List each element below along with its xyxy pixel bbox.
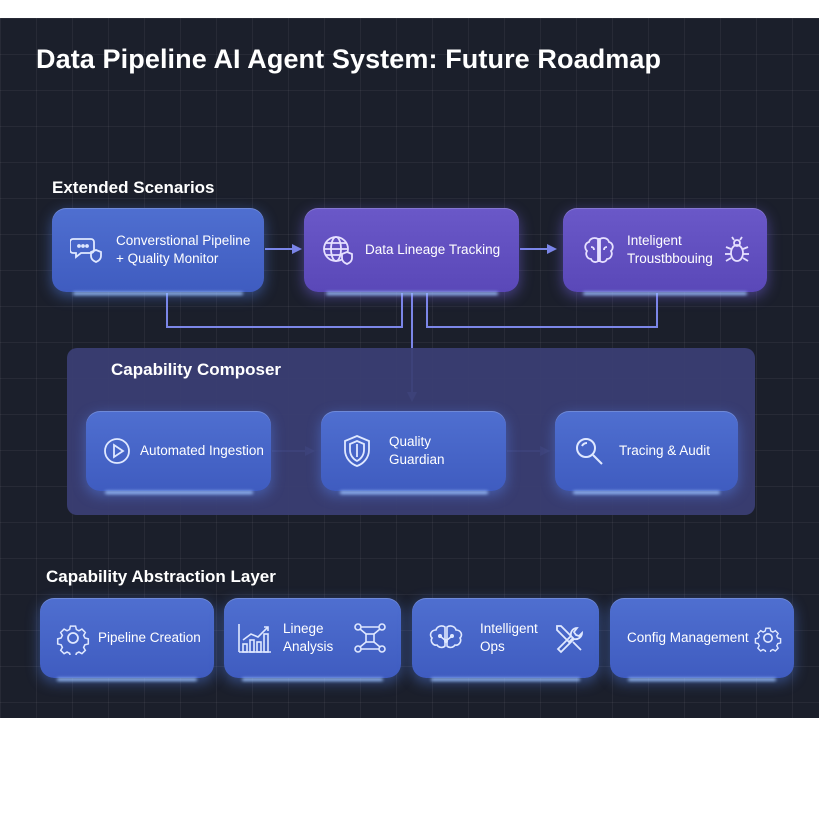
composer-automated-ingestion[interactable]: Automated Ingestion: [86, 411, 271, 491]
abstraction-config-management[interactable]: Config Management: [610, 598, 794, 678]
network-icon: [353, 622, 387, 654]
extended-intelligent-troubleshooting[interactable]: Inteligent Troustbbouing: [563, 208, 767, 292]
section-extended-scenarios: Extended Scenarios: [52, 178, 215, 197]
extended-conversational-pipeline[interactable]: Converstional Pipeline + Quality Monitor: [52, 208, 264, 292]
composer-label: Quality Guardian: [389, 434, 445, 467]
gear-icon: [754, 624, 782, 652]
section-capability-composer: Capability Composer: [111, 360, 282, 379]
extended-data-lineage[interactable]: Data Lineage Tracking: [304, 208, 519, 292]
brain-icon: [583, 235, 615, 265]
link-ext-1-down: [166, 293, 403, 328]
link-ext-3-down: [426, 293, 658, 328]
brain-icon: [428, 624, 464, 652]
abstraction-label: Intelligent Ops: [480, 621, 538, 654]
abstraction-label: Pipeline Creation: [98, 630, 201, 646]
composer-tracing-audit[interactable]: Tracing & Audit: [555, 411, 738, 491]
abstraction-label: Linege Analysis: [283, 621, 334, 654]
bug-icon: [723, 235, 751, 265]
magnifier-icon: [573, 435, 605, 467]
gear-icon: [56, 621, 90, 655]
bar-chart-icon: [237, 622, 273, 654]
extended-label: Inteligent Troustbbouing: [627, 233, 713, 266]
shield-icon: [341, 433, 373, 469]
diagram-canvas: Data Pipeline AI Agent System: Future Ro…: [0, 18, 819, 718]
extended-label: Data Lineage Tracking: [365, 242, 501, 258]
abstraction-pipeline-creation[interactable]: Pipeline Creation: [40, 598, 214, 678]
page-title: Data Pipeline AI Agent System: Future Ro…: [36, 44, 662, 74]
abstraction-lineage-analysis[interactable]: Linege Analysis: [224, 598, 401, 678]
abstraction-label: Config Management: [627, 630, 749, 646]
extended-label: Converstional Pipeline + Quality Monitor: [116, 233, 251, 266]
tools-icon: [553, 622, 585, 654]
section-capability-abstraction-layer: Capability Abstraction Layer: [46, 567, 276, 586]
chat-shield-icon: [70, 235, 104, 265]
globe-shield-icon: [321, 234, 355, 266]
composer-label: Automated Ingestion: [140, 443, 264, 459]
composer-label: Tracing & Audit: [619, 443, 711, 459]
play-circle-icon: [102, 436, 132, 466]
abstraction-intelligent-ops[interactable]: Intelligent Ops: [412, 598, 599, 678]
composer-quality-guardian[interactable]: Quality Guardian: [321, 411, 506, 491]
